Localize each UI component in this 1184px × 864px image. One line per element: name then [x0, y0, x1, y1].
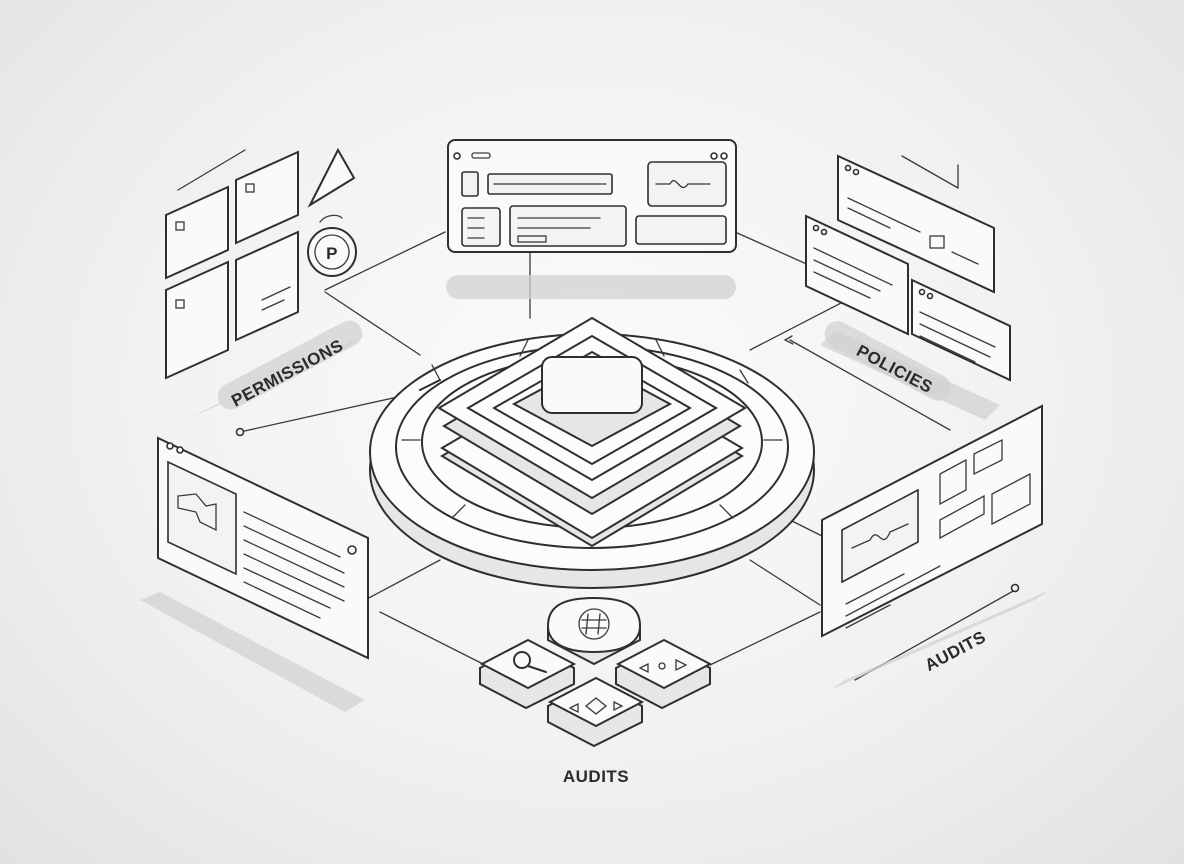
search-tile: [479, 638, 577, 710]
audit-tools-tiles: [479, 596, 713, 748]
play-controls-icon: [638, 658, 688, 674]
connector-lines: [235, 231, 1020, 681]
diamond-controls-icon: [568, 697, 624, 715]
stacked-core-icon: [437, 316, 747, 548]
audits-bottom-label: AUDITS: [563, 767, 629, 786]
waveform-icon: [655, 179, 711, 189]
audit-analytics-window: [821, 404, 1043, 638]
policy-windows: [805, 154, 1011, 382]
waveform-icon: [851, 523, 909, 549]
search-icon: [513, 651, 547, 673]
diamond-controls-tile: [547, 676, 645, 748]
permission-tiles: P: [165, 147, 357, 380]
play-controls-tile: [615, 638, 713, 710]
permissions-label: PERMISSIONS: [228, 336, 346, 411]
left-document-window: [157, 436, 369, 660]
triangle-icon: [307, 147, 356, 208]
hash-tile: [546, 596, 642, 666]
hash-icon: [581, 613, 607, 635]
top-dashboard-window: [447, 139, 737, 253]
badge-letter: P: [326, 244, 338, 263]
